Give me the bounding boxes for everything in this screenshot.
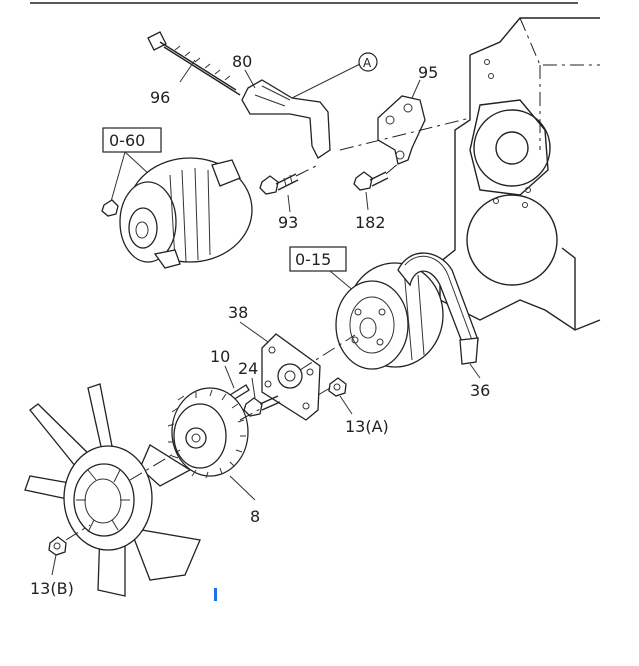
pulley	[335, 262, 444, 370]
axis-182	[385, 161, 401, 175]
axis-93	[295, 163, 321, 177]
bolt-93	[259, 173, 299, 195]
cursor-marker	[214, 588, 217, 601]
engine-block	[439, 17, 601, 331]
axis-plate-pulley	[299, 334, 356, 371]
axis-nut13b-fan	[65, 524, 91, 541]
label-A: A	[363, 56, 372, 70]
bolt-24	[243, 395, 281, 417]
label-93: 93	[278, 213, 298, 232]
label-80: 80	[232, 52, 252, 71]
leader-0-60-b	[124, 151, 151, 176]
label-13b: 13(B)	[30, 579, 74, 598]
bolt-182	[353, 171, 389, 191]
leader-96	[179, 59, 196, 83]
bracket-80	[241, 79, 331, 159]
leader-13a	[339, 395, 353, 415]
ref-box-0-60	[102, 127, 162, 153]
leader-95	[411, 79, 421, 99]
plate-38	[261, 333, 321, 421]
label-24: 24	[238, 359, 258, 378]
cooling-fan	[24, 383, 201, 597]
axis-bracket-to-block	[339, 117, 471, 151]
leader-93	[287, 194, 291, 213]
label-38: 38	[228, 303, 248, 322]
leader-36	[469, 363, 481, 379]
leader-24	[251, 377, 256, 399]
ref-box-0-15	[289, 246, 347, 272]
label-95: 95	[418, 63, 438, 82]
label-0-15: 0-15	[295, 250, 331, 269]
label-0-60: 0-60	[109, 131, 145, 150]
label-13a: 13(A)	[345, 417, 389, 436]
label-36: 36	[470, 381, 490, 400]
nut-13a	[328, 377, 347, 397]
bolt-96	[147, 31, 241, 96]
leader-10	[224, 365, 235, 389]
leader-13b	[51, 554, 57, 576]
fan-clutch-8	[167, 387, 249, 479]
axis-fan-clutch	[129, 449, 181, 481]
label-10: 10	[210, 347, 230, 366]
axis-nut-plate	[317, 387, 331, 396]
leader-182	[365, 191, 369, 211]
leader-80	[244, 69, 256, 89]
axis-clutch-plate	[239, 407, 263, 421]
leader-0-60-a	[109, 151, 126, 206]
leader-8	[229, 475, 256, 501]
label-182: 182	[355, 213, 386, 232]
alternator	[101, 157, 253, 269]
leader-38	[239, 321, 269, 343]
label-8: 8	[250, 507, 260, 526]
bracket-95	[377, 95, 426, 165]
leader-A	[291, 63, 361, 99]
belt-36	[397, 252, 479, 365]
circle-marker-A	[358, 52, 378, 72]
nut-13b	[48, 536, 67, 556]
label-96: 96	[150, 88, 170, 107]
